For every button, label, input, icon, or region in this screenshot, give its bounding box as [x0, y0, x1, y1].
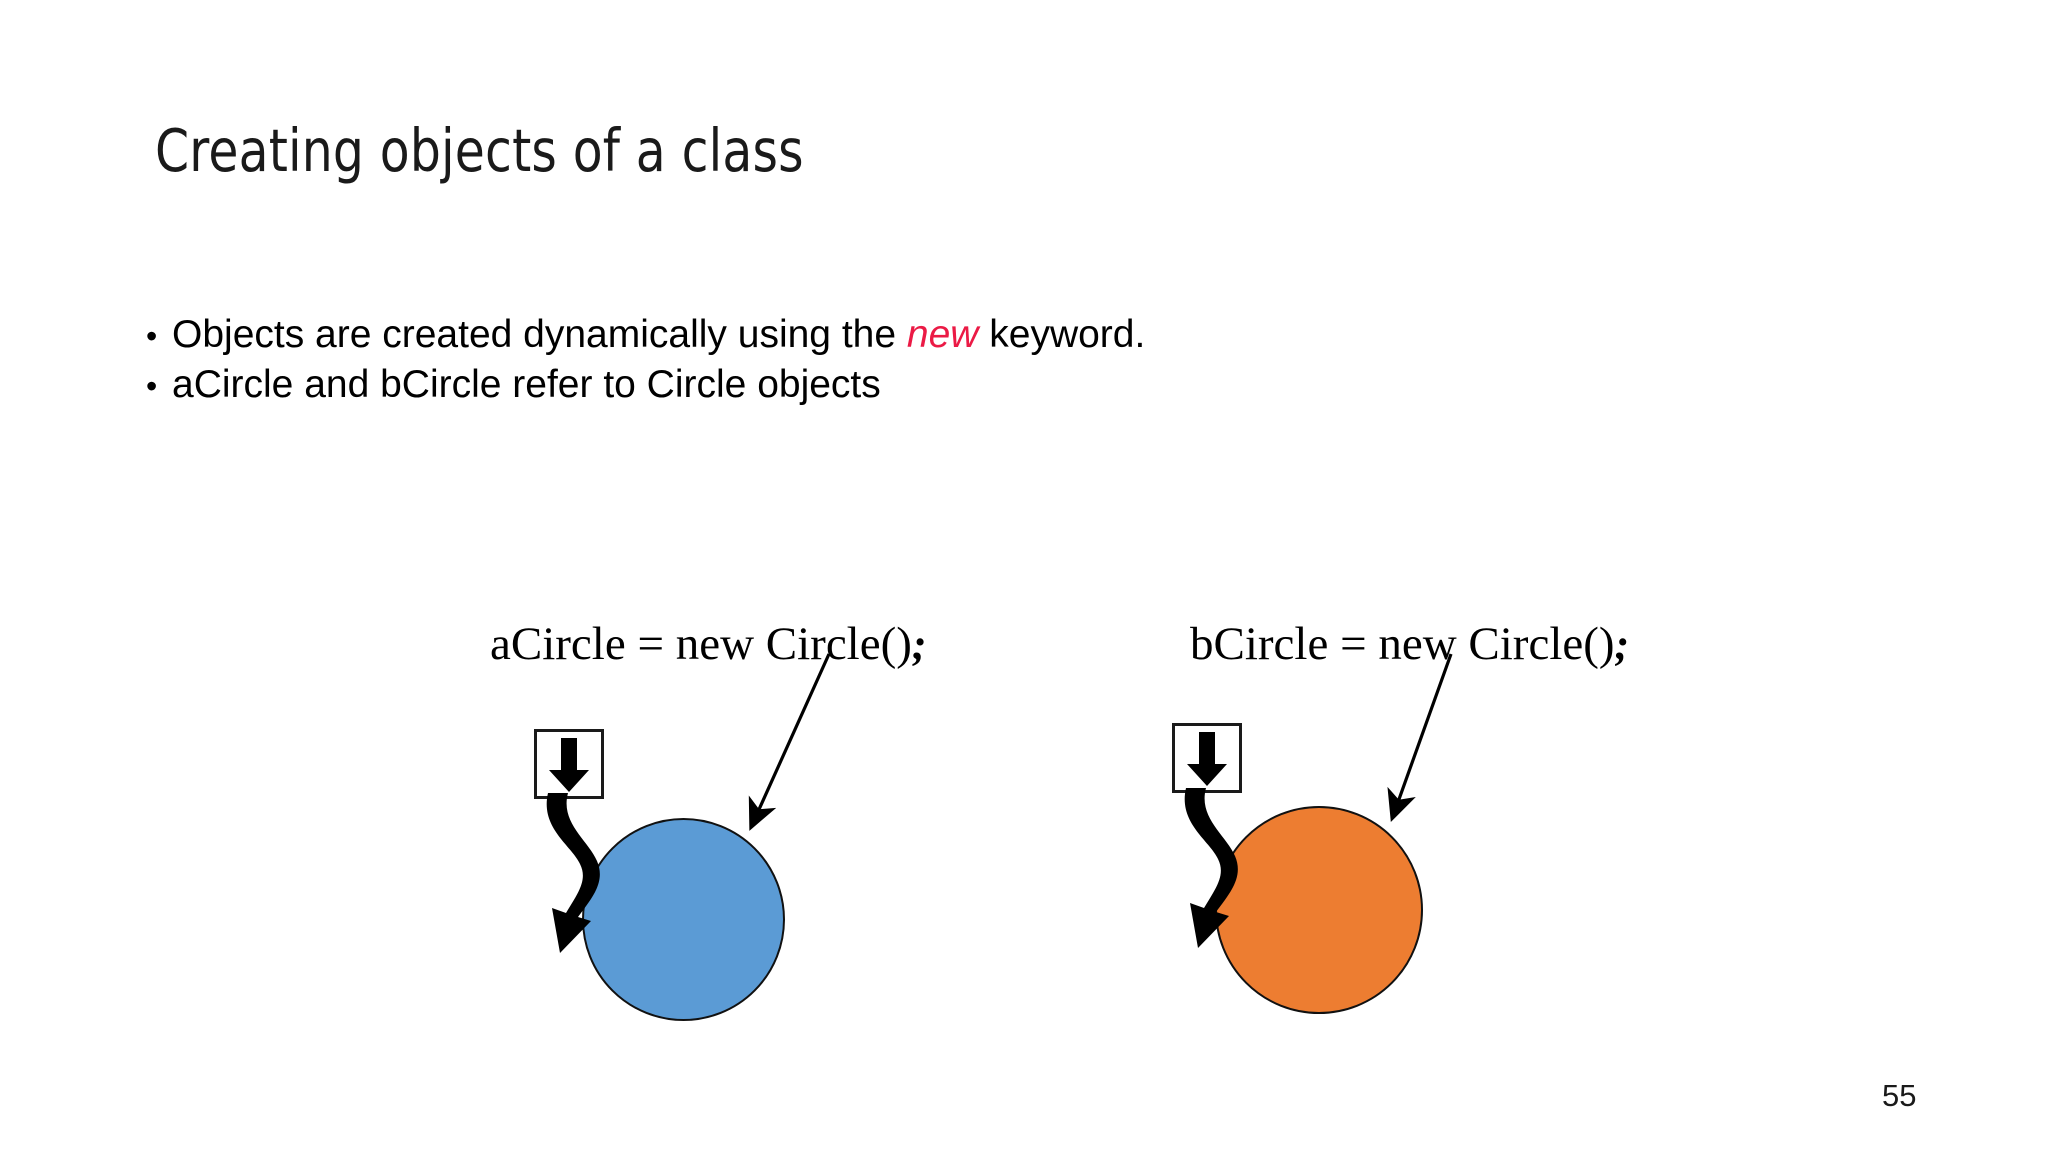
pointer-arrow-b: [1387, 653, 1453, 823]
code-text-acircle: aCircle = new Circle(): [490, 618, 912, 670]
page-number: 55: [1882, 1078, 1917, 1113]
circle-object-b: [1215, 806, 1423, 1014]
bullet-item-1: • Objects are created dynamically using …: [146, 310, 1746, 360]
code-label-bcircle: bCircle = new Circle();: [1190, 621, 1629, 668]
bullet-item-2-text: aCircle and bCircle refer to Circle obje…: [172, 362, 881, 406]
code-terminator-bcircle: ;: [1614, 620, 1630, 669]
reference-box-b: [1172, 723, 1242, 793]
code-text-bcircle: bCircle = new Circle(): [1190, 618, 1615, 670]
pointer-arrow-a: [748, 653, 831, 831]
down-arrow-icon: [1187, 732, 1227, 786]
page-title: Creating objects of a class: [155, 116, 804, 185]
bullet-item-2: • aCircle and bCircle refer to Circle ob…: [146, 360, 1746, 410]
bullet-marker-icon: •: [146, 318, 158, 354]
reference-box-a: [534, 729, 604, 799]
circle-object-a: [582, 818, 785, 1021]
bullet-marker-icon: •: [146, 367, 158, 404]
bullet-list: • Objects are created dynamically using …: [146, 310, 1746, 410]
bullet-1-text-before: Objects are created dynamically using th…: [172, 313, 907, 356]
code-terminator-acircle: ;: [911, 620, 927, 669]
keyword-new: new: [906, 313, 979, 356]
bullet-1-text-after: keyword.: [978, 313, 1146, 356]
code-label-acircle: aCircle = new Circle();: [490, 621, 927, 668]
curved-arrow-b: [1184, 788, 1238, 948]
down-arrow-icon: [549, 738, 589, 792]
bullet-item-1-text: Objects are created dynamically using th…: [172, 310, 1145, 360]
curved-arrow-a: [546, 793, 600, 953]
